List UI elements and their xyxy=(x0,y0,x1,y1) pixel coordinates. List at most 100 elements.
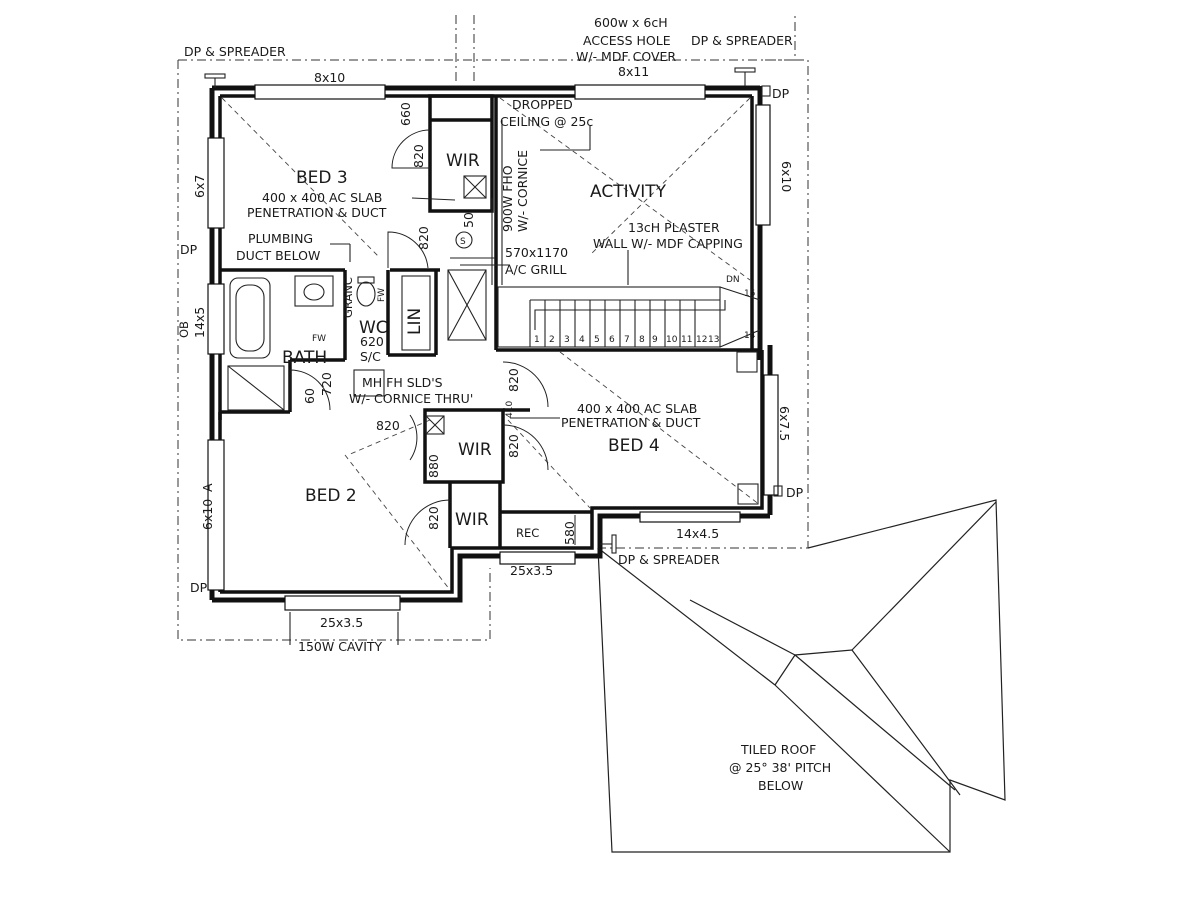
window-label-left-bed2: 6x10 xyxy=(200,499,215,530)
duct-box-bottom xyxy=(737,483,759,505)
window-label-left-bath: 14x5 xyxy=(192,307,207,338)
dim-820-hall: 820 xyxy=(376,418,400,433)
door-bed4[interactable] xyxy=(502,424,549,471)
note-ac-slab-2: 400 x 400 AC SLAB xyxy=(577,401,697,416)
note-sc-size: 620 xyxy=(360,334,384,349)
door-wir-mid[interactable] xyxy=(409,414,418,461)
window-label-bottom-rec: 25x3.5 xyxy=(510,563,553,578)
note-plaster: 13cH PLASTER xyxy=(628,220,720,235)
dim-820-wir: 820 xyxy=(411,144,426,168)
room-label-wir-mid: WIR xyxy=(458,440,492,460)
bath-tub xyxy=(229,277,271,359)
stair-step-9: 9 xyxy=(652,335,658,345)
door-hall[interactable] xyxy=(502,361,549,408)
note-mdf-cover: W/- MDF COVER xyxy=(576,49,676,64)
dim-720: 720 xyxy=(319,372,334,396)
room-label-wir-low: WIR xyxy=(455,510,489,530)
note-access-hole: ACCESS HOLE xyxy=(583,33,671,48)
dim-50: 50 xyxy=(461,212,476,228)
stair-step-6: 6 xyxy=(609,335,615,345)
door-wir-top[interactable] xyxy=(391,129,431,169)
door-bath[interactable] xyxy=(289,369,331,411)
room-label-wc: WC xyxy=(359,318,388,338)
window-label-right-top: 6x10 xyxy=(779,161,794,192)
window-right-top xyxy=(755,104,771,226)
note-plaster-capping: WALL W/- MDF CAPPING xyxy=(593,236,743,251)
fixtures xyxy=(227,120,759,505)
room-label-wir-top: WIR xyxy=(446,151,480,171)
door-bed3[interactable] xyxy=(387,231,429,269)
duct-box-top xyxy=(463,175,487,199)
window-bottom-rec xyxy=(499,551,576,565)
vanity-basin xyxy=(294,275,334,307)
window-label-top-left: 8x10 xyxy=(314,70,345,85)
window-labels: 8x10 8x11 6x7 14x5 6x10 25x3.5 25x3.5 14… xyxy=(192,64,794,630)
note-fho: 900W FHO xyxy=(500,165,515,232)
stair-step-8: 8 xyxy=(639,335,645,345)
stair-step-5: 5 xyxy=(594,335,600,345)
note-dropped: DROPPED xyxy=(512,97,573,112)
window-bottom-bed4 xyxy=(639,511,741,523)
note-duct-below: DUCT BELOW xyxy=(236,248,320,263)
note-granny: GRANC xyxy=(341,277,355,318)
stair-step-12: 12 xyxy=(696,335,707,345)
note-dp-spreader-top-left: DP & SPREADER xyxy=(184,44,286,59)
room-label-bed4: BED 4 xyxy=(608,436,660,456)
dimension-labels: 660 820 820 50 720 60 820 820 820 410 88… xyxy=(302,102,577,545)
stair-step-13: 13 xyxy=(708,335,719,345)
smoke-detector-icon xyxy=(455,231,473,249)
note-ac-slab-2-duct: PENETRATION & DUCT xyxy=(561,415,701,430)
dim-60: 60 xyxy=(302,388,317,404)
leader-lines xyxy=(289,126,629,645)
eave-outline xyxy=(177,15,809,641)
note-grill-size: 570x1170 xyxy=(505,245,568,260)
note-ac-slab-1-duct: PENETRATION & DUCT xyxy=(247,205,387,220)
note-grill: A/C GRILL xyxy=(505,262,566,277)
stair-step-10: 10 xyxy=(666,335,678,345)
linen-shelves xyxy=(401,275,431,351)
door-bed2[interactable] xyxy=(404,499,451,546)
note-fw-bath: FW xyxy=(312,334,326,344)
window-top-right xyxy=(574,84,706,100)
duct-box-right xyxy=(736,351,758,373)
grill-outline xyxy=(447,269,487,341)
note-fw-wc: FW xyxy=(377,288,387,302)
note-dp-spreader-bottom: DP & SPREADER xyxy=(618,552,720,567)
note-smoke-detector: S xyxy=(460,237,466,247)
toilet-icon xyxy=(356,281,376,307)
note-roof-below: BELOW xyxy=(758,778,803,793)
room-label-bath: BATH xyxy=(282,348,327,368)
dim-820-wir-mid: 820 xyxy=(506,434,521,458)
note-tiled-roof: TILED ROOF xyxy=(740,742,816,757)
stair-step-3: 3 xyxy=(564,335,570,345)
ceiling-diagonals xyxy=(221,97,761,591)
annotations: 600w x 6cH ACCESS HOLE W/- MDF COVER DP … xyxy=(177,15,831,793)
window-top-left xyxy=(254,84,386,100)
window-left-top xyxy=(207,137,225,229)
note-access-hole-size: 600w x 6cH xyxy=(594,15,668,30)
window-left-bed2 xyxy=(207,439,225,591)
dp-mark-right-top: DP xyxy=(772,86,790,101)
window-bottom-bed2 xyxy=(284,595,401,611)
note-manhole: MH FH SLD'S xyxy=(362,375,443,390)
dim-820-bed2: 820 xyxy=(426,506,441,530)
stair-step-2: 2 xyxy=(549,335,555,345)
section-mark-a: A xyxy=(200,483,215,492)
dp-mark-right-bottom: DP xyxy=(786,485,804,500)
dim-820-bed4-door: 820 xyxy=(506,368,521,392)
stair-step-14: 14 xyxy=(744,331,756,341)
room-label-activity: ACTIVITY xyxy=(590,182,667,202)
dim-660: 660 xyxy=(398,102,413,126)
note-sc: S/C xyxy=(360,349,381,364)
lower-roof xyxy=(597,499,1006,853)
window-label-bottom-bed4: 14x4.5 xyxy=(676,526,719,541)
doors xyxy=(289,129,576,546)
stair-step-7: 7 xyxy=(624,335,630,345)
dp-labels: DP DP DP DP A xyxy=(180,86,804,595)
stair-step-1: 1 xyxy=(534,335,540,345)
duct-box-mid xyxy=(425,415,445,435)
manhole xyxy=(353,369,385,397)
window-label-bottom-bed2: 25x3.5 xyxy=(320,615,363,630)
room-label-lin: LIN xyxy=(405,308,425,335)
internal-walls xyxy=(218,94,762,548)
